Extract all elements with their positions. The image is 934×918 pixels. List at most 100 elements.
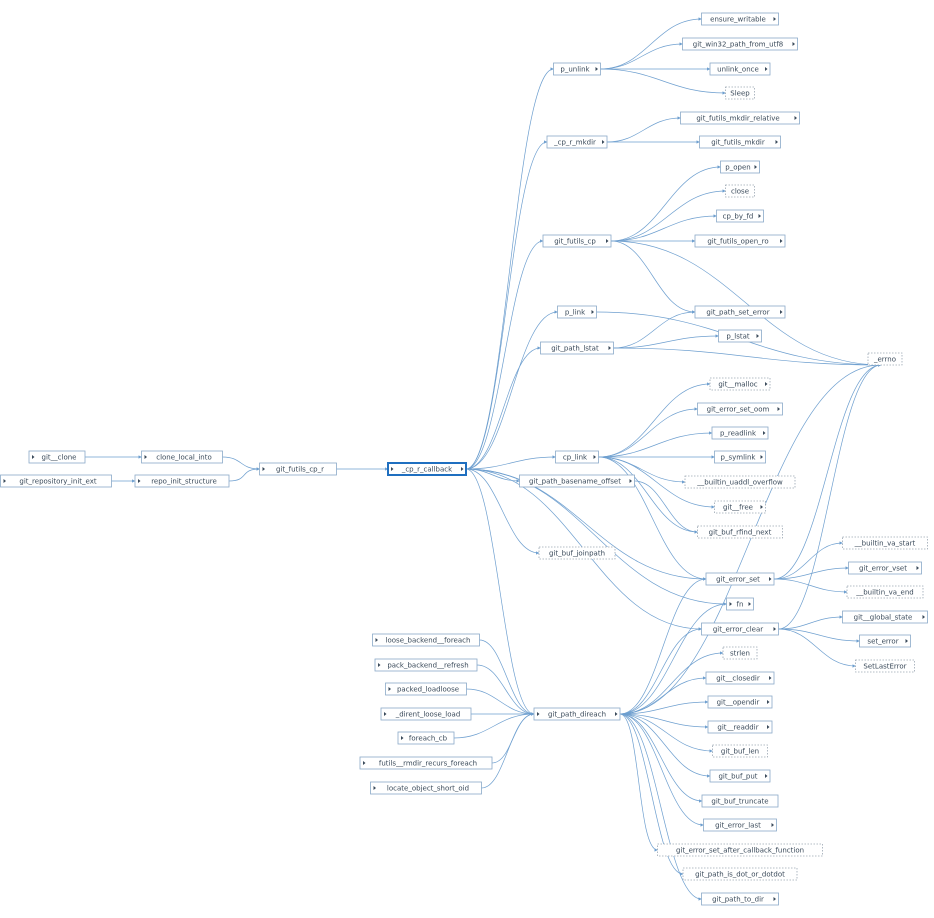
graph-node-git-buf-rfind-next[interactable]: git_buf_rfind_next	[697, 525, 783, 539]
expand-callees-icon[interactable]	[773, 897, 777, 901]
graph-node-git-path-is-dot-or-dotdot[interactable]: git_path_is_dot_or_dotdot	[682, 867, 798, 881]
expand-callees-icon[interactable]	[461, 467, 464, 471]
graph-node-git-buf-put[interactable]: git_buf_put	[709, 769, 771, 783]
expand-callees-icon[interactable]	[593, 455, 597, 459]
expand-callees-icon[interactable]	[780, 239, 783, 243]
graph-node-git-malloc[interactable]: git__malloc	[709, 377, 771, 391]
expand-callees-icon[interactable]	[767, 725, 770, 729]
expand-callees-icon[interactable]	[922, 615, 926, 619]
expand-callees-icon[interactable]	[629, 479, 633, 483]
graph-node-git-error-vset[interactable]: git_error_vset	[848, 561, 922, 575]
graph-node-git-error-set[interactable]: git_error_set	[705, 572, 775, 586]
graph-node-futils-rmdir-recurs-foreach[interactable]: futils__rmdir_recurs_foreach	[359, 756, 493, 770]
graph-node-errno[interactable]: _errno	[867, 352, 903, 366]
graph-node-fn[interactable]: fn	[726, 597, 754, 611]
expand-callees-icon[interactable]	[765, 774, 768, 778]
graph-node-git-futils-cp-r[interactable]: git_futils_cp_r	[259, 462, 337, 476]
graph-node-git-clone[interactable]: git__clone	[28, 450, 86, 464]
expand-callees-icon[interactable]	[775, 140, 779, 144]
graph-node-git-win32-path-from-utf8[interactable]: git_win32_path_from_utf8	[682, 37, 798, 51]
graph-node-p-symlink[interactable]: p_symlink	[714, 450, 766, 464]
graph-node-p-lstat[interactable]: p_lstat	[718, 329, 762, 343]
expand-callers-icon[interactable]	[537, 712, 540, 716]
graph-node-clone-local-into[interactable]: clone_local_into	[141, 450, 223, 464]
graph-node-git-path-to-dir[interactable]: git_path_to_dir	[701, 892, 779, 906]
expand-callees-icon[interactable]	[794, 116, 798, 120]
graph-node-git-path-set-error[interactable]: git_path_set_error	[694, 305, 786, 319]
expand-callees-icon[interactable]	[754, 165, 758, 169]
graph-node-builtin-uaddl-overflow[interactable]: __builtin_uaddl_overflow	[684, 475, 796, 489]
expand-callees-icon[interactable]	[773, 17, 777, 21]
expand-callees-icon[interactable]	[916, 566, 920, 570]
graph-node-dirent-loose-load[interactable]: _dirent_loose_load	[380, 707, 472, 721]
graph-node-p-link[interactable]: p_link	[557, 305, 597, 319]
expand-callees-icon[interactable]	[905, 639, 909, 643]
graph-node-git-futils-mkdir-relative[interactable]: git_futils_mkdir_relative	[680, 111, 800, 125]
graph-node-foreach-cb[interactable]: foreach_cb	[397, 731, 455, 745]
expand-callees-icon[interactable]	[591, 310, 595, 314]
graph-node-cp-r-mkdir[interactable]: _cp_r_mkdir	[546, 135, 608, 149]
graph-node-p-unlink[interactable]: p_unlink	[553, 62, 601, 76]
graph-node-git-opendir[interactable]: git__opendir	[707, 695, 773, 709]
graph-node-git-global-state[interactable]: git__global_state	[842, 610, 928, 624]
graph-node-git-futils-cp[interactable]: git_futils_cp	[542, 234, 612, 248]
expand-callees-icon[interactable]	[763, 431, 766, 435]
graph-node-strlen[interactable]: strlen	[722, 646, 758, 660]
graph-node-cp-r-callback[interactable]: _cp_r_callback	[387, 462, 467, 476]
expand-callers-icon[interactable]	[373, 786, 377, 790]
expand-callees-icon[interactable]	[748, 602, 752, 606]
expand-callees-icon[interactable]	[765, 67, 768, 71]
expand-callees-icon[interactable]	[767, 700, 770, 704]
expand-callers-icon[interactable]	[388, 687, 392, 691]
graph-node-close[interactable]: close	[725, 184, 755, 198]
graph-node-git-closedir[interactable]: git__closedir	[705, 671, 775, 685]
graph-node-builtin-va-end[interactable]: __builtin_va_end	[846, 585, 924, 599]
graph-node-cp-by-fd[interactable]: cp_by_fd	[716, 209, 764, 223]
expand-callers-icon[interactable]	[384, 712, 387, 716]
expand-callees-icon[interactable]	[608, 346, 612, 350]
graph-node-set-error[interactable]: set_error	[859, 634, 911, 648]
expand-callees-icon[interactable]	[769, 577, 772, 581]
expand-callees-icon[interactable]	[606, 239, 609, 243]
graph-node-SetLastError[interactable]: SetLastError	[855, 659, 915, 673]
graph-node-git-buf-joinpath[interactable]: git_buf_joinpath	[538, 546, 616, 560]
graph-node-git-error-set-oom[interactable]: git_error_set_oom	[697, 402, 783, 416]
expand-callers-icon[interactable]	[262, 467, 266, 471]
graph-node-cp-link[interactable]: cp_link	[555, 450, 599, 464]
graph-node-git-path-direach[interactable]: git_path_direach	[533, 707, 621, 721]
graph-node-Sleep[interactable]: Sleep	[725, 86, 755, 100]
expand-callees-icon[interactable]	[758, 214, 762, 218]
graph-node-git-path-basename-offset[interactable]: git_path_basename_offset	[519, 474, 635, 488]
expand-callees-icon[interactable]	[595, 67, 599, 71]
expand-callees-icon[interactable]	[771, 823, 775, 827]
expand-callees-icon[interactable]	[760, 455, 764, 459]
expand-callers-icon[interactable]	[729, 602, 733, 606]
expand-callers-icon[interactable]	[375, 638, 379, 642]
expand-callees-icon[interactable]	[765, 382, 768, 386]
graph-node-git-free[interactable]: git__free	[714, 500, 766, 514]
expand-callers-icon[interactable]	[401, 736, 404, 740]
graph-node-git-error-clear[interactable]: git_error_clear	[701, 622, 779, 636]
expand-callers-icon[interactable]	[378, 663, 381, 667]
expand-callees-icon[interactable]	[792, 42, 796, 46]
expand-callers-icon[interactable]	[138, 479, 141, 483]
expand-callers-icon[interactable]	[3, 479, 7, 483]
graph-node-git-futils-mkdir[interactable]: git_futils_mkdir	[699, 135, 781, 149]
expand-callees-icon[interactable]	[756, 334, 760, 338]
expand-callees-icon[interactable]	[769, 676, 772, 680]
graph-node-git-buf-truncate[interactable]: git_buf_truncate	[701, 794, 779, 808]
graph-node-repo-init-structure[interactable]: repo_init_structure	[134, 474, 230, 488]
graph-node-git-buf-len[interactable]: git_buf_len	[712, 744, 768, 758]
graph-node-loose-backend-foreach[interactable]: loose_backend__foreach	[372, 633, 480, 647]
expand-callers-icon[interactable]	[32, 455, 35, 459]
expand-callers-icon[interactable]	[363, 761, 366, 765]
graph-node-builtin-va-start[interactable]: __builtin_va_start	[842, 536, 928, 550]
expand-callers-icon[interactable]	[144, 455, 148, 459]
graph-node-packed-loadloose[interactable]: packed_loadloose	[385, 682, 467, 696]
graph-node-ensure-writable[interactable]: ensure_writable	[701, 12, 779, 26]
expand-callees-icon[interactable]	[777, 407, 781, 411]
graph-node-p-open[interactable]: p_open	[720, 160, 760, 174]
graph-node-p-readlink[interactable]: p_readlink	[711, 426, 769, 440]
expand-callees-icon[interactable]	[773, 627, 777, 631]
graph-node-git-error-last[interactable]: git_error_last	[703, 818, 777, 832]
